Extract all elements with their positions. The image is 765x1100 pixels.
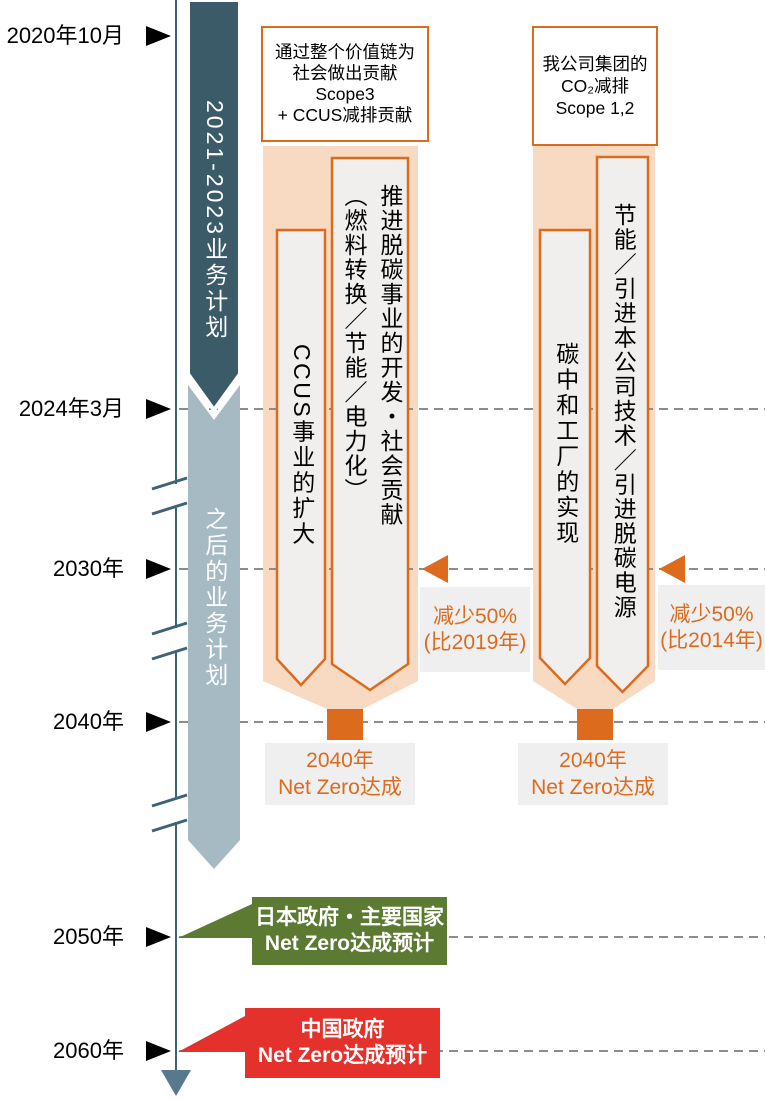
left-scope-header: 通过整个价值链为 社会做出贡献 Scope3 + CCUS减排贡献 <box>261 26 429 142</box>
year-label-2020: 2020年10月 <box>6 23 124 48</box>
decarbon-development-arrow <box>330 156 410 692</box>
break-mark <box>151 501 188 516</box>
energy-saving-label: 节能／引进本公司技术／引进脱碳电源 <box>610 203 637 620</box>
year-label-2050: 2050年 <box>53 924 124 949</box>
left-scope-header-line: 社会做出贡献 <box>292 63 398 83</box>
year-label-2024: 2024年3月 <box>18 396 124 421</box>
reduction-value: 减少50% <box>669 602 754 626</box>
netzero-2040-node-right <box>577 709 613 740</box>
timeline-arrowhead-icon <box>161 1070 191 1096</box>
netzero-2040-label-right: 2040年 Net Zero达成 <box>518 743 668 805</box>
year-label-2040: 2040年 <box>53 709 124 734</box>
china-banner-tail <box>178 1016 245 1052</box>
carbon-neutral-factory-label-wrap: 碳中和工厂的实现 <box>540 230 590 658</box>
reduction-baseline: (比2014年) <box>660 628 763 652</box>
break-mark <box>151 793 188 808</box>
reduction-target-label-right: 减少50% (比2014年) <box>658 585 765 670</box>
netzero-text: Net Zero达成 <box>278 776 402 799</box>
year-marker-icon-2050 <box>146 927 171 947</box>
carbon-neutral-factory-arrow <box>538 228 592 686</box>
energy-saving-arrow <box>595 155 650 694</box>
netzero-2040-node-left <box>327 709 363 740</box>
decarbon-development-label-col: （燃料转换／节能／电力化） <box>341 184 367 503</box>
netzero-2040-label-left: 2040年 Net Zero达成 <box>265 743 415 805</box>
year-marker-icon-2030 <box>146 559 171 579</box>
reduction-baseline: (比2019年) <box>423 630 527 654</box>
plan-later-label: 之后的业务计划 <box>201 506 228 689</box>
carbon-neutral-factory-label: 碳中和工厂的实现 <box>552 342 579 546</box>
break-mark <box>151 646 188 661</box>
japan-banner-line: 日本政府・主要国家 <box>255 906 444 929</box>
left-scope-header-line: + CCUS减排贡献 <box>277 105 413 125</box>
plan-later-arrow <box>188 385 240 869</box>
left-scope-header-line: 通过整个价值链为 <box>275 42 415 62</box>
china-banner-line: Net Zero达成预计 <box>257 1044 428 1067</box>
netzero-year: 2040年 <box>306 749 374 772</box>
timeline-break-marks <box>151 476 188 833</box>
plan-early-arrow <box>186 0 242 414</box>
break-mark <box>151 818 188 833</box>
left-scope-header-line: Scope3 <box>315 84 375 104</box>
year-markers <box>146 26 171 1061</box>
japan-banner-line: Net Zero达成预计 <box>264 932 435 955</box>
break-mark <box>151 621 188 636</box>
reduction-target-marker-icon-right <box>659 555 685 583</box>
right-scope-header-line: CO₂减排 <box>560 76 630 96</box>
right-scope-header: 我公司集团的 CO₂减排 Scope 1,2 <box>532 26 658 146</box>
decarbon-development-label: 推进脱碳事业的开发・社会贡献 （燃料转换／节能／电力化） <box>332 184 408 664</box>
china-netzero-banner: 中国政府 Net Zero达成预计 <box>245 1008 440 1078</box>
ccus-expansion-label: CCUS事业的扩大 <box>288 343 315 547</box>
reduction-target-marker-icon-left <box>422 555 448 583</box>
decarbon-development-label-col: 推进脱碳事业的开发・社会贡献 <box>377 184 403 527</box>
year-marker-icon-2060 <box>146 1041 171 1061</box>
japan-netzero-banner: 日本政府・主要国家 Net Zero达成预计 <box>252 897 447 965</box>
japan-banner-tail <box>178 904 252 938</box>
ccus-expansion-arrow <box>275 228 327 687</box>
netzero-text: Net Zero达成 <box>531 776 655 799</box>
year-marker-icon-2040 <box>146 712 171 732</box>
ccus-expansion-label-wrap: CCUS事业的扩大 <box>277 230 325 660</box>
year-marker-icon-2020 <box>146 26 171 46</box>
right-scope-header-line: Scope 1,2 <box>555 98 635 118</box>
right-scope-header-line: 我公司集团的 <box>542 54 648 74</box>
netzero-year: 2040年 <box>559 749 627 772</box>
reduction-target-label-left: 减少50% (比2019年) <box>420 587 530 672</box>
year-label-2060: 2060年 <box>53 1038 124 1063</box>
plan-early-label-wrap: 2021-2023业务计划 <box>186 55 242 385</box>
plan-early-label: 2021-2023业务计划 <box>201 99 228 341</box>
year-label-2030: 2030年 <box>53 556 124 581</box>
china-banner-line: 中国政府 <box>300 1018 385 1041</box>
year-marker-icon-2024 <box>146 399 171 419</box>
energy-saving-label-wrap: 节能／引进本公司技术／引进脱碳电源 <box>597 157 648 666</box>
reduction-value: 减少50% <box>432 604 518 628</box>
plan-later-label-wrap: 之后的业务计划 <box>186 490 242 705</box>
break-mark <box>151 476 188 491</box>
